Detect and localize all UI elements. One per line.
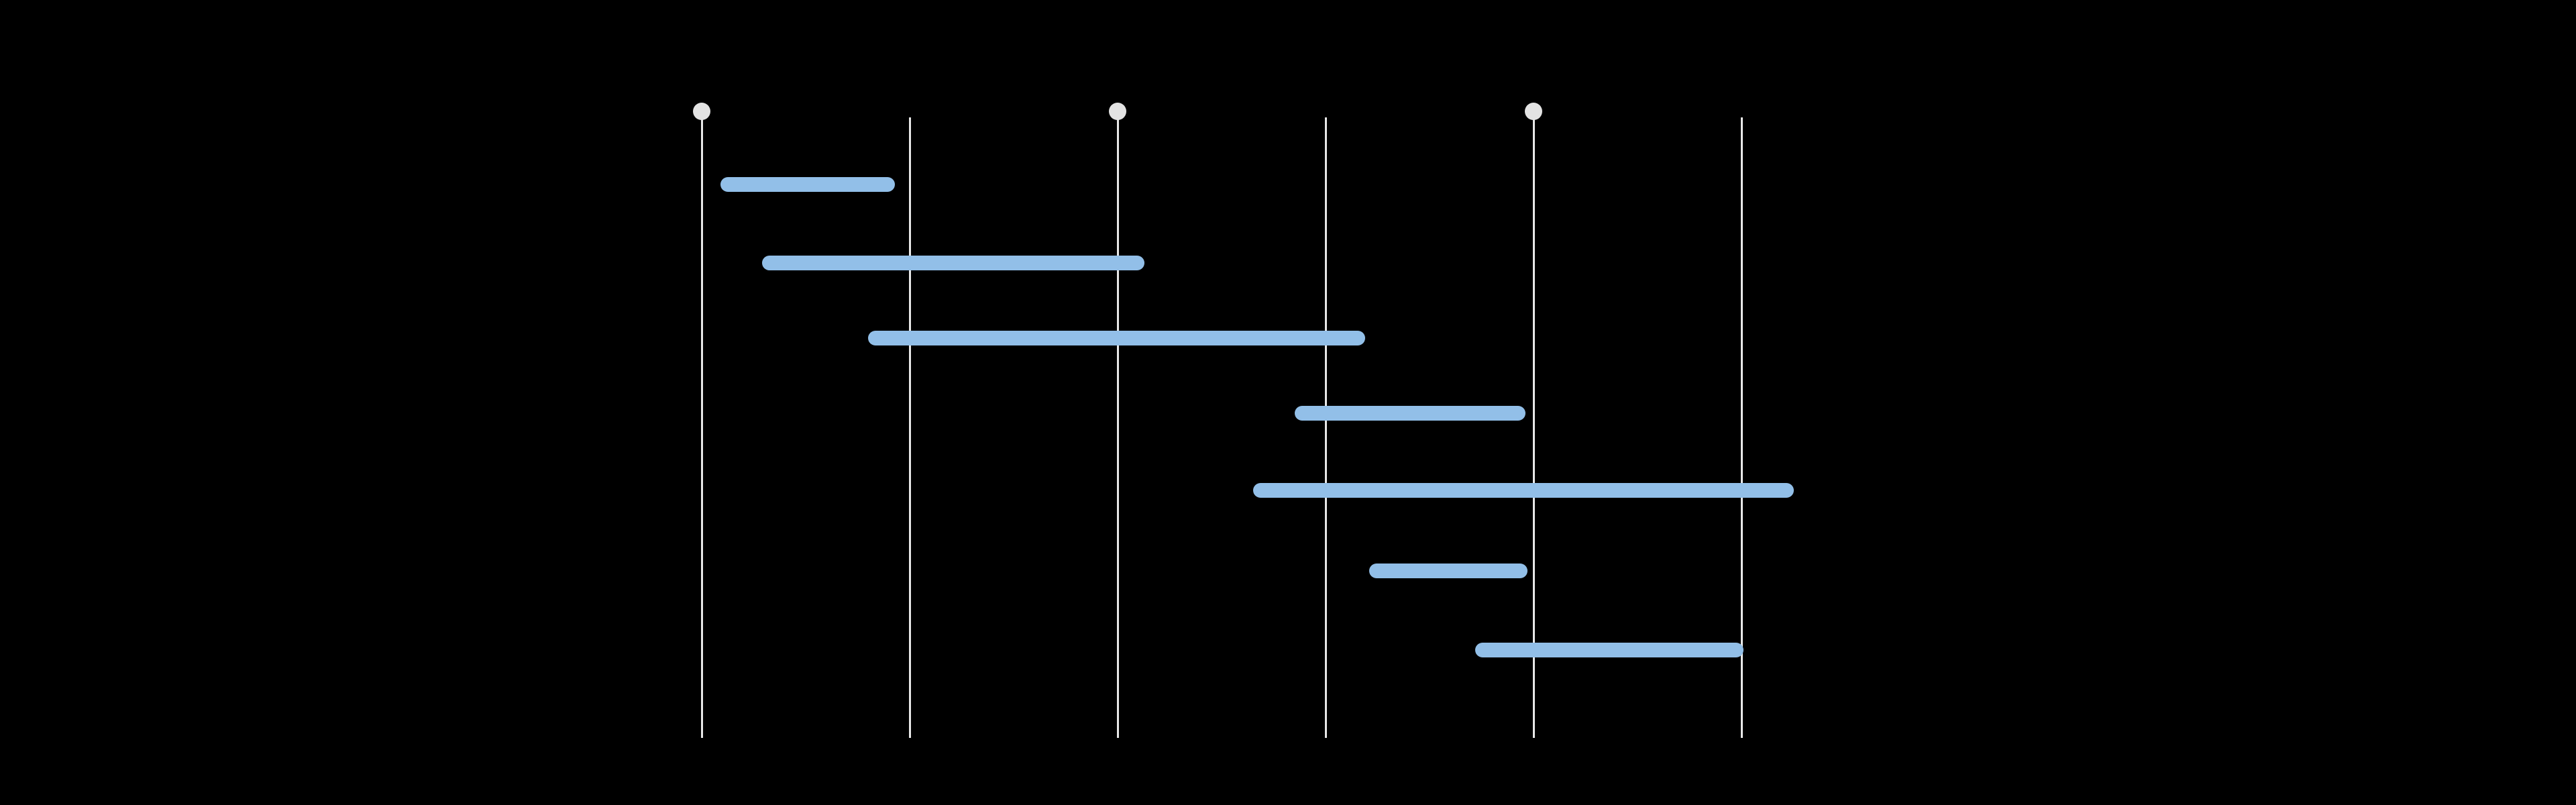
task-bar-4[interactable]	[1252, 483, 1794, 498]
gridline-3	[1325, 117, 1327, 738]
gridline-1	[909, 117, 911, 738]
task-bar-1[interactable]	[761, 256, 1145, 270]
milestone-marker-1[interactable]	[1109, 103, 1126, 120]
gridline-4	[1533, 117, 1535, 738]
task-bar-6[interactable]	[1475, 643, 1744, 657]
milestone-marker-2[interactable]	[1525, 103, 1542, 120]
gridline-2	[1117, 117, 1119, 738]
task-bar-0[interactable]	[720, 177, 896, 192]
gridline-0	[701, 117, 703, 738]
gridline-5	[1741, 117, 1743, 738]
task-bar-5[interactable]	[1369, 564, 1527, 578]
task-bar-2[interactable]	[868, 331, 1365, 345]
milestone-marker-0[interactable]	[693, 103, 710, 120]
task-bar-3[interactable]	[1294, 406, 1525, 421]
